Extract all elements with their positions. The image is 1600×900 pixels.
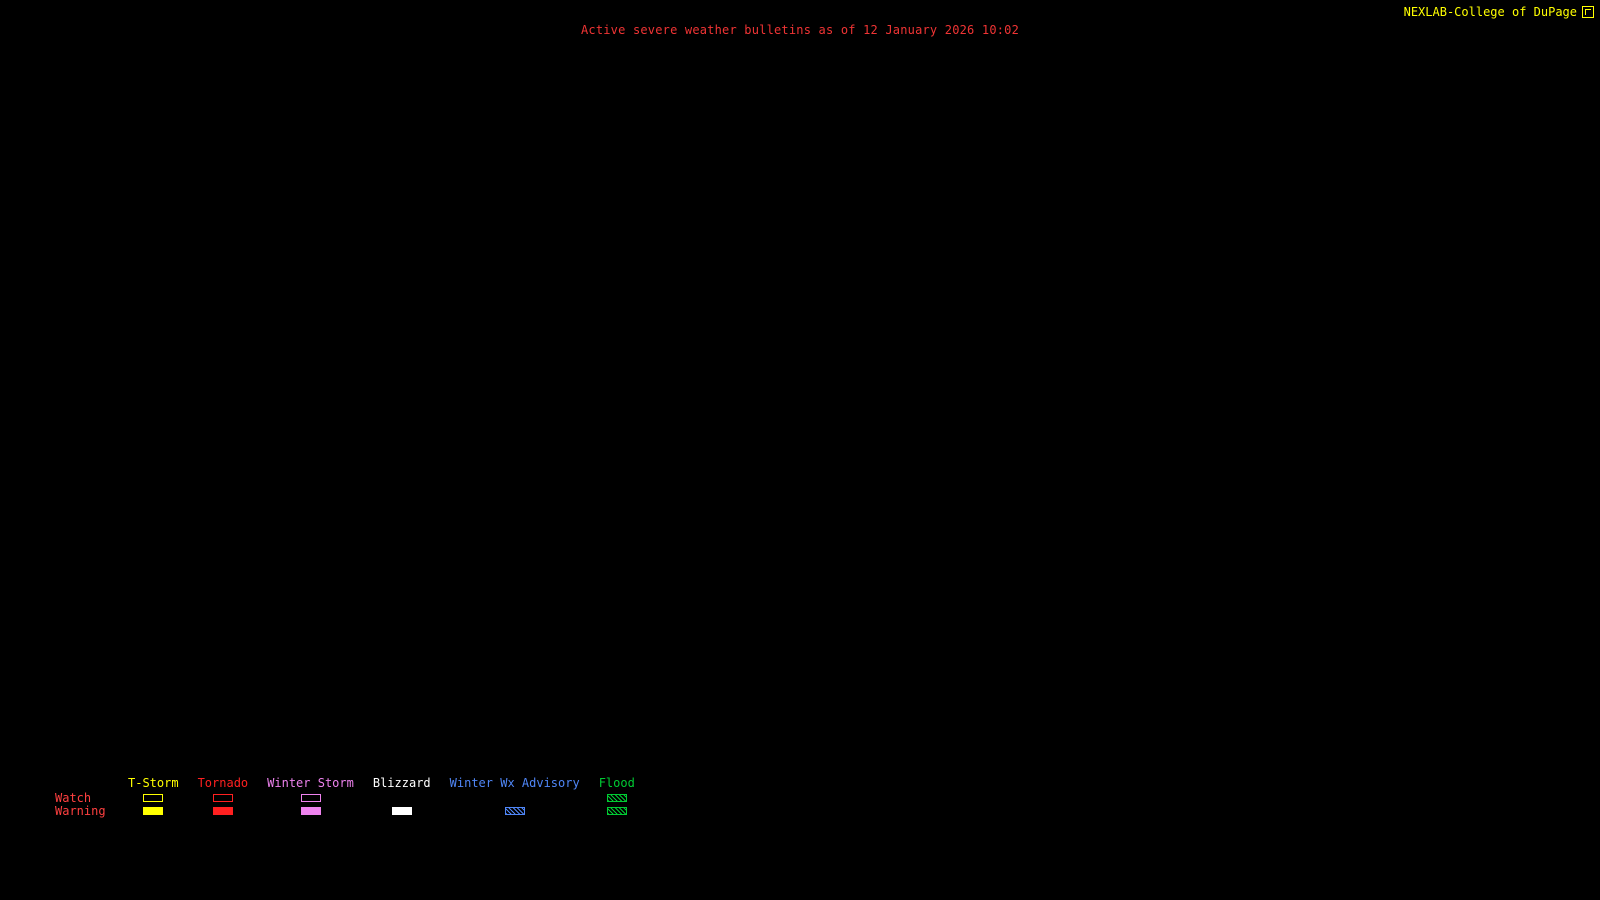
warning-swatch (212, 806, 233, 815)
warning-swatch-cell (198, 804, 249, 817)
legend-column-label: Winter Wx Advisory (449, 776, 580, 790)
warning-swatch-cell (267, 804, 354, 817)
warning-swatch-cell (599, 804, 635, 817)
watch-swatch-cell (450, 791, 580, 804)
bulletin-title: Active severe weather bulletins as of 12… (580, 23, 1020, 37)
watch-swatch (212, 793, 233, 802)
watch-swatch-cell (373, 791, 431, 804)
legend-column-label: T-Storm (128, 776, 179, 790)
legend-row-labels: Watch Warning (55, 776, 109, 818)
warning-row-label: Warning (55, 803, 106, 818)
watch-swatch-cell (599, 791, 635, 804)
warning-swatch-cell (373, 804, 431, 817)
watch-swatch-cell (267, 791, 354, 804)
watch-swatch-cell (128, 791, 179, 804)
watch-row-label: Watch (55, 790, 92, 805)
watch-swatch-cell (198, 791, 249, 804)
legend-spacer (55, 776, 109, 791)
warning-swatch (143, 806, 164, 815)
legend-column-label: Tornado (197, 776, 249, 790)
nexlab-branding: NEXLAB-College of DuPage (1404, 5, 1594, 19)
legend-column-winter-storm: Winter Storm (267, 776, 354, 817)
warning-swatch (300, 806, 321, 815)
branding-text: NEXLAB-College of DuPage (1403, 5, 1577, 19)
watch-swatch (143, 793, 164, 802)
watch-swatch (606, 793, 627, 802)
legend-column-label: Blizzard (372, 776, 431, 790)
legend-column-label: Flood (598, 776, 635, 790)
warning-swatch-cell (128, 804, 179, 817)
cod-logo-icon (1582, 6, 1594, 18)
legend-column-tstorm: T-Storm (128, 776, 179, 817)
legend-column-tornado: Tornado (197, 776, 249, 817)
warning-swatch-cell (450, 804, 580, 817)
legend-column-blizzard: Blizzard (373, 776, 431, 817)
legend-column-winter-wx-advisory: Winter Wx Advisory (450, 776, 580, 817)
legend-column-label: Winter Storm (267, 776, 354, 790)
warning-swatch (606, 806, 627, 815)
legend-column-flood: Flood (599, 776, 635, 817)
legend: Watch Warning T-Storm Tornado Winter Sto… (55, 776, 635, 818)
warning-swatch (391, 806, 412, 815)
warning-swatch (504, 806, 525, 815)
watch-swatch (300, 793, 321, 802)
